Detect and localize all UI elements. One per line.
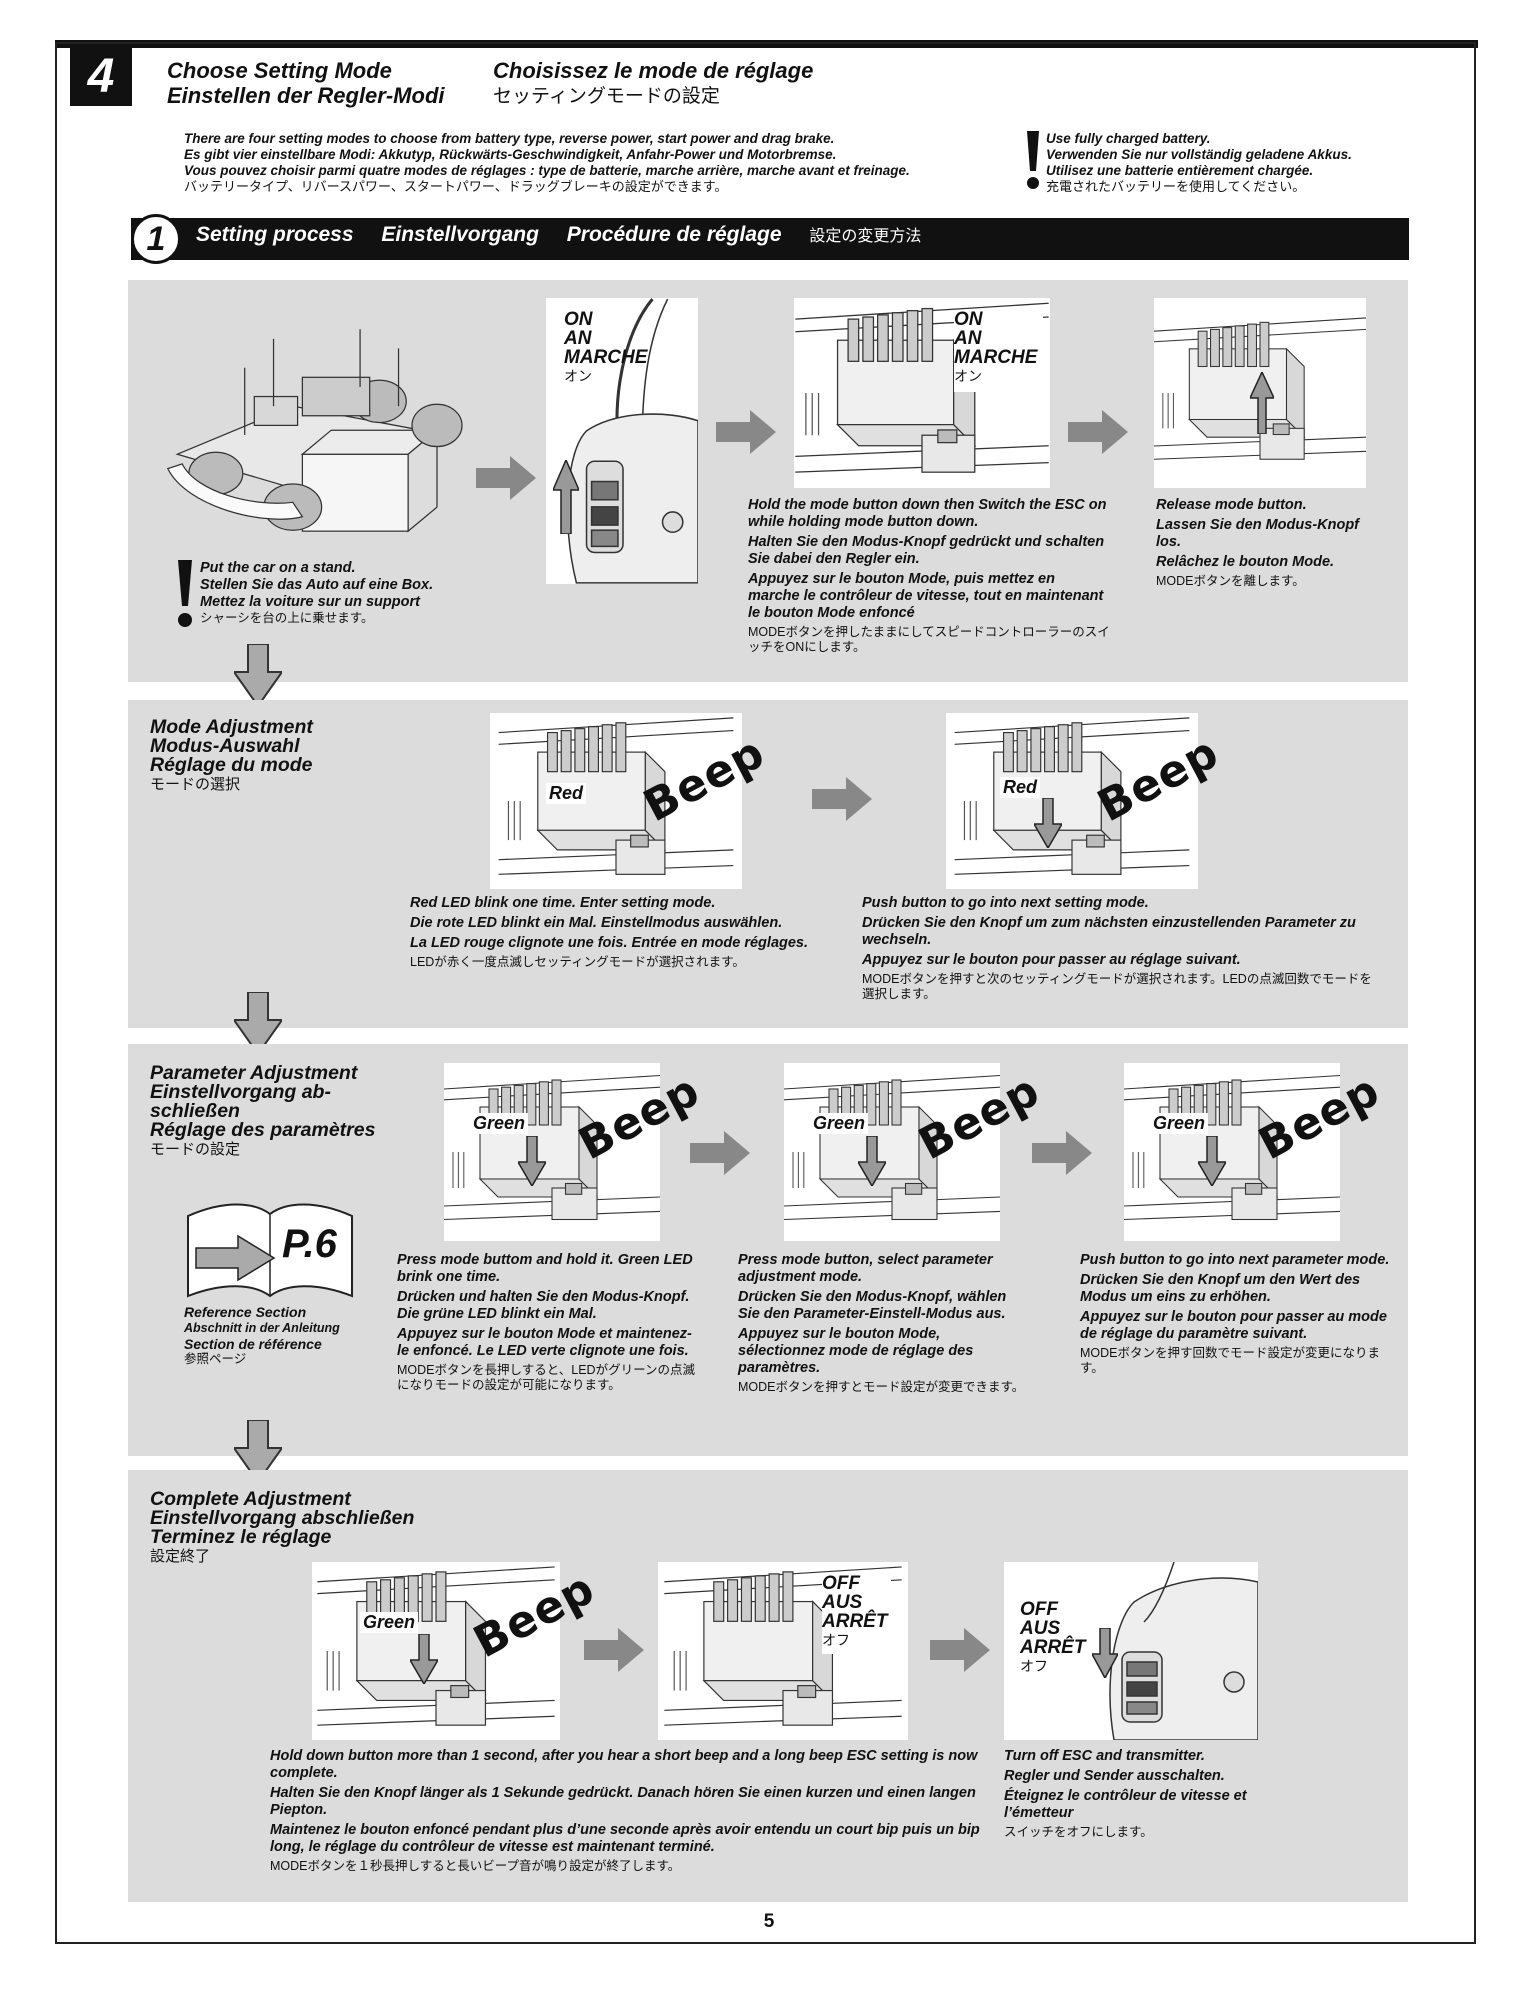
hold-de: Halten Sie den Modus-Knopf gedrückt und …: [748, 534, 1105, 567]
section-title: Setting process Einstellvorgang Procédur…: [196, 222, 943, 247]
header-de: Einstellen der Regler-Modi: [167, 83, 445, 108]
green-led-label: Green: [360, 1612, 419, 1633]
stand-text: Put the car on a stand. Stellen Sie das …: [200, 560, 480, 626]
page-frame: [55, 42, 1476, 1944]
warning-jp: 充電されたバッテリーを使用してください。: [1046, 179, 1306, 194]
step-number: 4: [70, 48, 132, 106]
param-a-text: Press mode buttom and hold it. Green LED…: [397, 1252, 695, 1392]
reference-text: Reference Section Abschnitt in der Anlei…: [184, 1304, 340, 1366]
hold-text: Hold the mode button down then Switch th…: [748, 497, 1110, 658]
section-bar: [131, 218, 1409, 260]
transmitter-off-illustration: [1004, 1562, 1258, 1740]
release-fr: Relâchez le bouton Mode.: [1156, 554, 1335, 570]
section-number: 1: [131, 214, 181, 264]
stand-de: Stellen Sie das Auto auf eine Box.: [200, 577, 434, 593]
reference-book-icon: [187, 1203, 353, 1298]
down-arrow-icon: [518, 1136, 546, 1186]
top-rule: [55, 40, 1478, 48]
mode-a-text: Red LED blink one time. Enter setting mo…: [410, 895, 809, 969]
release-jp: MODEボタンを離します。: [1156, 574, 1305, 588]
next-arrow-icon: [1068, 410, 1128, 454]
param-b-text: Press mode button, select parameter adju…: [738, 1252, 1025, 1394]
release-de: Lassen Sie den Modus-Knopf los.: [1156, 517, 1360, 550]
hold-en: Hold the mode button down then Switch th…: [748, 497, 1107, 530]
up-arrow-icon: [553, 460, 579, 534]
on-label: ON AN MARCHE オン: [954, 310, 1044, 392]
esc-next-parameter-illustration: [1124, 1063, 1340, 1241]
complete-b-text: Turn off ESC and transmitter. Regler und…: [1004, 1748, 1247, 1839]
intro-fr: Vous pouvez choisir parmi quatre modes d…: [184, 163, 910, 178]
hold-fr: Appuyez sur le bouton Mode, puis mettez …: [748, 571, 1104, 621]
green-led-label: Green: [810, 1113, 869, 1134]
header-fr: Choisissez le mode de réglage: [493, 58, 814, 83]
warning-fr: Utilisez une batterie entièrement chargé…: [1046, 163, 1314, 178]
transmitter-on-illustration: [546, 298, 698, 584]
off-label: OFF AUS ARRÊT オフ: [822, 1574, 892, 1654]
release-text: Release mode button. Lassen Sie den Modu…: [1156, 497, 1388, 592]
warning-de: Verwenden Sie nur vollständig geladene A…: [1046, 147, 1352, 162]
warning-en: Use fully charged battery.: [1046, 131, 1211, 146]
release-en: Release mode button.: [1156, 497, 1307, 513]
up-arrow-icon: [1250, 372, 1274, 434]
esc-red-led-illustration: [490, 713, 742, 889]
down-arrow-icon: [410, 1634, 438, 1684]
down-arrow-icon: [1034, 798, 1062, 848]
complete-adjustment-title: Complete Adjustment Einstellvorgang absc…: [150, 1488, 415, 1565]
esc-select-mode-illustration: [784, 1063, 1000, 1241]
stand-en: Put the car on a stand.: [200, 560, 356, 576]
header-en: Choose Setting Mode: [167, 58, 392, 83]
stand-fr: Mettez la voiture sur un support: [200, 594, 420, 610]
warning-icon: [1027, 131, 1039, 189]
on-label: ON AN MARCHE オン: [564, 309, 648, 384]
green-led-label: Green: [470, 1113, 529, 1134]
intro-en: There are four setting modes to choose f…: [184, 131, 835, 146]
next-arrow-icon: [584, 1628, 644, 1672]
warning-text: Use fully charged battery. Verwenden Sie…: [1046, 131, 1426, 195]
next-arrow-icon: [690, 1131, 750, 1175]
esc-green-led-illustration: [444, 1063, 660, 1241]
next-arrow-icon: [930, 1628, 990, 1672]
param-c-text: Push button to go into next parameter mo…: [1080, 1252, 1390, 1375]
parameter-adjustment-title: Parameter Adjustment Einstellvorgang ab-…: [150, 1062, 376, 1158]
hold-jp: MODEボタンを押したままにしてスピードコントローラーのスイッチをONにします。: [748, 625, 1110, 654]
complete-a-text: Hold down button more than 1 second, aft…: [270, 1748, 980, 1873]
section-title-de: Einstellvorgang: [381, 223, 539, 246]
car-on-stand-illustration: [152, 310, 472, 560]
next-arrow-icon: [716, 410, 776, 454]
warning-icon: [178, 560, 192, 627]
next-arrow-icon: [476, 456, 536, 500]
esc-hold-complete-illustration: [312, 1562, 560, 1740]
intro-de: Es gibt vier einstellbare Modi: Akkutyp,…: [184, 147, 837, 162]
red-led-label: Red: [1000, 777, 1041, 798]
red-led-label: Red: [546, 783, 587, 804]
section-title-en: Setting process: [196, 223, 354, 246]
down-arrow-icon: [1198, 1136, 1226, 1186]
intro-jp: バッテリータイプ、リバースパワー、スタートパワー、ドラッグブレーキの設定ができま…: [184, 179, 728, 194]
next-arrow-icon: [1032, 1131, 1092, 1175]
reference-page-label: P.6: [282, 1222, 337, 1266]
mode-adjustment-title: Mode Adjustment Modus-Auswahl Réglage du…: [150, 716, 313, 793]
page-number: 5: [763, 1911, 775, 1932]
mode-b-text: Push button to go into next setting mode…: [862, 895, 1372, 1001]
down-arrow-icon: [234, 644, 282, 706]
green-led-label: Green: [1150, 1113, 1209, 1134]
off-label: OFF AUS ARRÊT オフ: [1020, 1599, 1086, 1674]
next-arrow-icon: [812, 777, 872, 821]
header-jp: セッティングモードの設定: [493, 86, 720, 107]
down-arrow-icon: [1092, 1628, 1118, 1678]
down-arrow-icon: [858, 1136, 886, 1186]
esc-push-button-illustration: [946, 713, 1198, 889]
stand-jp: シャーシを台の上に乗せます。: [200, 611, 374, 625]
intro-text: There are four setting modes to choose f…: [184, 131, 1014, 195]
section-title-jp: 設定の変更方法: [809, 228, 922, 245]
section-title-fr: Procédure de réglage: [566, 223, 782, 246]
